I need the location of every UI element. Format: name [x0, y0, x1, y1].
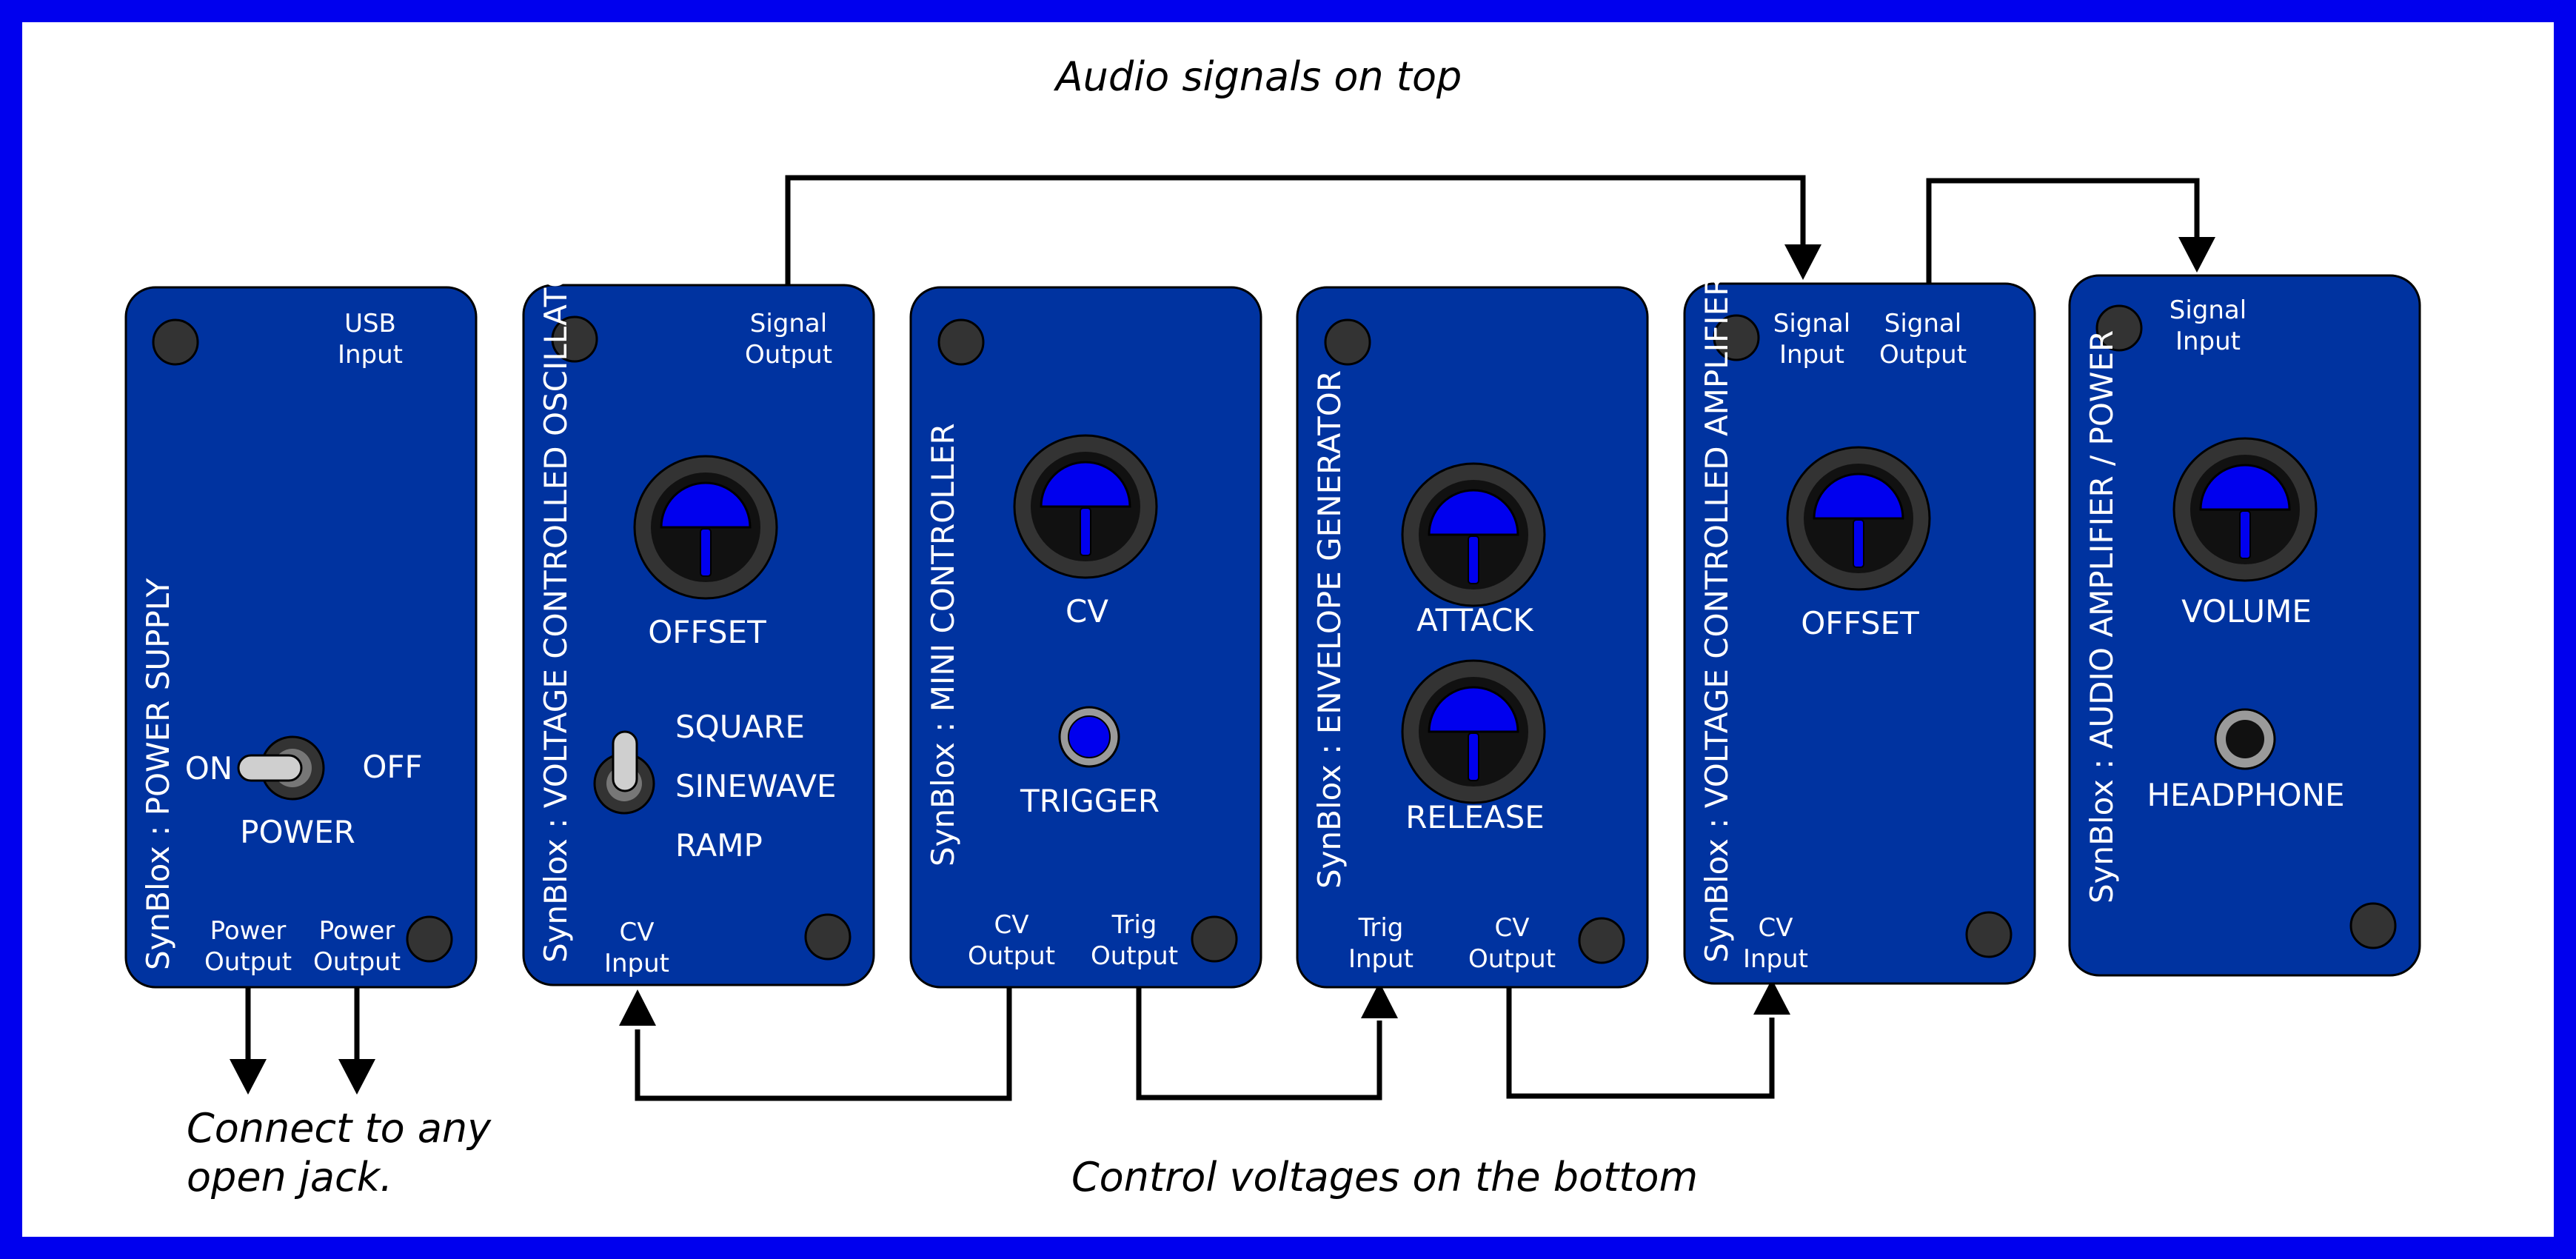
- caption-power-note-line2: open jack.: [187, 1154, 392, 1200]
- vco-signal-output-line2: Output: [745, 340, 832, 370]
- headphone-jack-icon[interactable]: [2214, 708, 2276, 770]
- panel-mini-controller: [909, 286, 1262, 989]
- mount-hole-icon: [152, 318, 199, 366]
- power-output-2-line1: Power: [319, 916, 395, 946]
- wire-env-cv-to-vca: [1506, 985, 1775, 1099]
- arrow-power-out-2: [338, 1059, 375, 1095]
- vca-signal-output-line1: Signal: [1884, 309, 1961, 338]
- vco-wave-option-square: SQUARE: [675, 709, 805, 745]
- usb-input-label-line2: Input: [338, 340, 403, 370]
- module-vca: SynBlox : VOLTAGE CONTROLLED AMPLIFIER S…: [1683, 275, 2036, 985]
- mini-cv-output-line2: Output: [968, 941, 1055, 971]
- attack-knob-icon[interactable]: [1401, 462, 1546, 607]
- vco-offset-label: OFFSET: [648, 614, 766, 650]
- panel-envelope-generator: [1296, 286, 1649, 989]
- usb-input-label-line1: USB: [344, 309, 396, 338]
- env-trig-input-line2: Input: [1348, 944, 1414, 974]
- mini-cv-knob-icon[interactable]: [1013, 434, 1158, 579]
- envelope-title: SynBlox : ENVELOPE GENERATOR: [1311, 370, 1348, 889]
- arrow-vco-cv-in: [619, 989, 656, 1026]
- mount-hole-icon: [804, 913, 852, 961]
- vco-offset-knob-icon[interactable]: [633, 455, 778, 600]
- trigger-button-cap[interactable]: [1068, 715, 1111, 758]
- mini-trig-output-line2: Output: [1091, 941, 1178, 971]
- arrow-env-trig-in: [1361, 982, 1398, 1018]
- vca-signal-input-line2: Input: [1779, 340, 1844, 370]
- caption-power-note-line1: Connect to any: [187, 1105, 492, 1152]
- amp-signal-input-line1: Signal: [2169, 295, 2247, 325]
- vco-cv-input-line1: CV: [620, 918, 655, 947]
- mount-hole-icon: [1191, 915, 1238, 963]
- mount-hole-icon: [1578, 917, 1625, 964]
- power-switch[interactable]: [237, 735, 325, 801]
- mini-controller-title: SynBlox : MINI CONTROLLER: [925, 423, 961, 866]
- vco-wave-option-ramp: RAMP: [675, 827, 763, 864]
- caption-bottom: Control voltages on the bottom: [1071, 1154, 1698, 1200]
- module-audio-amplifier: SynBlox : AUDIO AMPLIFIER / POWER Signal…: [2068, 274, 2421, 977]
- module-power-supply: SynBlox : POWER SUPPLY USB Input ON OFF …: [124, 286, 478, 989]
- power-output-1-line2: Output: [204, 947, 292, 977]
- vco-waveform-switch[interactable]: [593, 730, 655, 815]
- vco-cv-input-line2: Input: [604, 949, 669, 978]
- amp-title: SynBlox : AUDIO AMPLIFIER / POWER: [2084, 330, 2120, 904]
- vca-cv-input-line1: CV: [1759, 913, 1793, 943]
- power-switch-lever[interactable]: [237, 754, 303, 782]
- vca-signal-input-line1: Signal: [1773, 309, 1850, 338]
- volume-label: VOLUME: [2181, 593, 2312, 630]
- wire-mini-cv-to-vco: [635, 985, 1012, 1101]
- panel-audio-amplifier: [2068, 274, 2421, 977]
- trigger-button[interactable]: [1058, 706, 1120, 768]
- panel-vca: [1683, 282, 2036, 985]
- vca-offset-label: OFFSET: [1801, 605, 1919, 641]
- mount-hole-icon: [2349, 902, 2397, 949]
- mount-hole-icon: [937, 318, 985, 366]
- vca-title: SynBlox : VOLTAGE CONTROLLED AMPLIFIER: [1699, 275, 1735, 963]
- arrow-vca-signal-in: [1784, 244, 1821, 280]
- module-vco: SynBlox : VOLTAGE CONTROLLED OSCILLATOR …: [522, 241, 875, 986]
- vca-signal-output-line2: Output: [1879, 340, 1967, 370]
- mount-hole-icon: [406, 915, 453, 963]
- mini-cv-output-line1: CV: [994, 910, 1029, 940]
- wires: [230, 175, 2215, 1101]
- release-label: RELEASE: [1405, 799, 1545, 835]
- power-supply-title: SynBlox : POWER SUPPLY: [140, 578, 176, 970]
- wire-vca-to-amp: [1926, 178, 2200, 285]
- panel-power-supply: [124, 286, 478, 989]
- env-trig-input-line1: Trig: [1358, 913, 1404, 943]
- waveform-switch-lever[interactable]: [612, 730, 638, 792]
- env-cv-output-line2: Output: [1468, 944, 1556, 974]
- power-output-2-line2: Output: [313, 947, 401, 977]
- amp-signal-input-line2: Input: [2175, 327, 2241, 356]
- mount-hole-icon: [1965, 911, 2013, 958]
- switch-off-label: OFF: [362, 749, 422, 785]
- vco-title: SynBlox : VOLTAGE CONTROLLED OSCILLATOR: [538, 241, 574, 963]
- module-envelope-generator: SynBlox : ENVELOPE GENERATOR ATTACK RELE…: [1296, 286, 1649, 989]
- mini-trig-output-line1: Trig: [1111, 910, 1157, 940]
- power-output-1-line1: Power: [210, 916, 287, 946]
- switch-on-label: ON: [185, 750, 232, 787]
- attack-label: ATTACK: [1416, 602, 1534, 638]
- module-mini-controller: SynBlox : MINI CONTROLLER CV TRIGGER CV …: [909, 286, 1262, 989]
- vca-cv-input-line2: Input: [1743, 944, 1808, 974]
- power-switch-label: POWER: [240, 814, 355, 850]
- arrow-amp-signal-in: [2178, 237, 2215, 273]
- arrow-power-out-1: [230, 1059, 267, 1095]
- wire-vco-to-vca: [785, 175, 1806, 285]
- env-cv-output-line1: CV: [1495, 913, 1530, 943]
- release-knob-icon[interactable]: [1401, 659, 1546, 804]
- wire-mini-trig-to-env: [1136, 985, 1382, 1101]
- mini-cv-label: CV: [1065, 593, 1108, 630]
- trigger-label: TRIGGER: [1020, 783, 1160, 819]
- caption-top: Audio signals on top: [1054, 53, 1462, 100]
- headphone-jack-hole: [2226, 720, 2264, 758]
- vco-signal-output-line1: Signal: [750, 309, 827, 338]
- mount-hole-icon: [1324, 318, 1371, 366]
- volume-knob-icon[interactable]: [2172, 437, 2318, 582]
- vco-wave-option-sinewave: SINEWAVE: [675, 768, 837, 804]
- arrow-vca-cv-in: [1753, 979, 1790, 1015]
- vca-offset-knob-icon[interactable]: [1786, 446, 1931, 591]
- headphone-label: HEADPHONE: [2147, 777, 2344, 813]
